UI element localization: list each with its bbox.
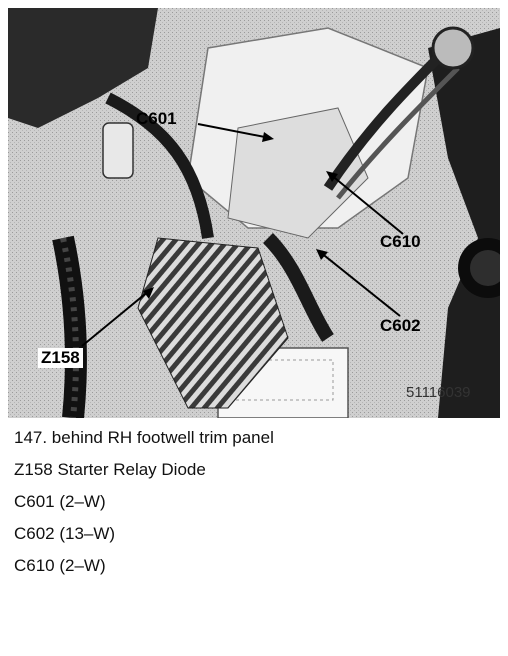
caption-title: 147. behind RH footwell trim panel: [14, 428, 274, 447]
wiring-harness-illustration: [8, 8, 500, 418]
photo-number: 51116039: [406, 384, 471, 401]
callout-label-z158: Z158: [38, 348, 83, 368]
callout-label-c602: C602: [380, 316, 421, 335]
callout-label-c610: C610: [380, 232, 421, 251]
figure-caption: 147. behind RH footwell trim panel Z158 …: [14, 428, 494, 588]
callout-label-c601: C601: [136, 109, 177, 128]
caption-item-c602: C602 (13–W): [14, 524, 116, 543]
caption-item-c610: C610 (2–W): [14, 556, 106, 575]
component-location-photo: C601 C610 C602 Z158 51116039: [8, 8, 500, 418]
caption-item-z158: Z158 Starter Relay Diode: [14, 460, 206, 479]
caption-item-c601: C601 (2–W): [14, 492, 106, 511]
